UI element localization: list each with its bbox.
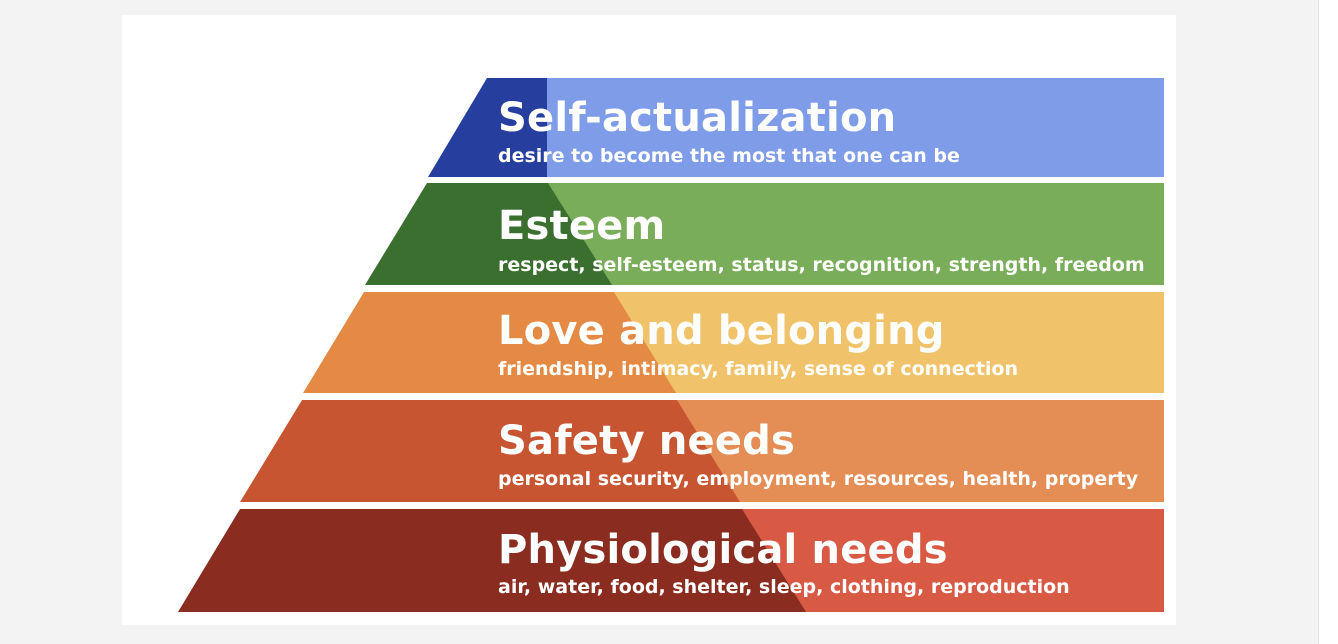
level-description: air, water, food, shelter, sleep, clothi… — [498, 576, 1070, 598]
window-edge — [1318, 0, 1338, 644]
pyramid-level-esteem: Esteem respect, self-esteem, status, rec… — [365, 183, 1164, 285]
pyramid-level-love-and-belonging: Love and belonging friendship, intimacy,… — [303, 292, 1164, 393]
level-band-shadow — [178, 509, 806, 612]
level-band-shadow — [365, 183, 612, 285]
pyramid-level-physiological-needs: Physiological needs air, water, food, sh… — [178, 509, 1164, 612]
pyramid-level-self-actualization: Self-actualization desire to become the … — [428, 78, 1164, 177]
level-title: Safety needs — [498, 418, 795, 464]
level-band-shadow — [303, 292, 676, 393]
level-band-shadow — [428, 78, 547, 177]
level-title: Physiological needs — [498, 527, 948, 573]
level-band-light — [487, 78, 1164, 177]
level-band-light — [427, 183, 1164, 285]
level-title: Love and belonging — [498, 308, 945, 354]
level-description: personal security, employment, resources… — [498, 468, 1139, 490]
level-description: desire to become the most that one can b… — [498, 145, 960, 167]
level-title: Self-actualization — [498, 95, 896, 141]
level-description: respect, self-esteem, status, recognitio… — [498, 254, 1145, 276]
level-title: Esteem — [498, 203, 665, 249]
level-description: friendship, intimacy, family, sense of c… — [498, 358, 1018, 380]
pyramid-level-safety-needs: Safety needs personal security, employme… — [240, 400, 1164, 502]
level-band-shadow — [240, 400, 740, 502]
